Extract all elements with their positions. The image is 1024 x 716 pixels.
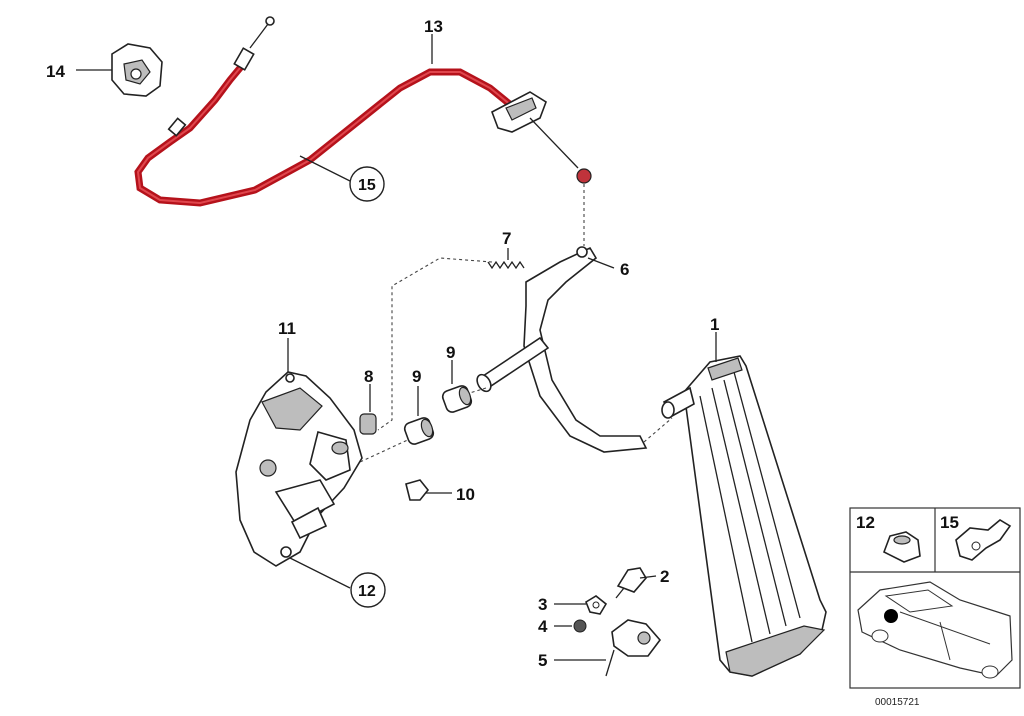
inset-nut-icon [882, 531, 921, 563]
label-6: 6 [620, 260, 629, 279]
inset-panel: 12 15 00015721 [849, 507, 1021, 708]
bushings [359, 385, 473, 501]
reference-number: 00015721 [875, 697, 920, 708]
assembly-lines [359, 184, 673, 463]
return-spring [487, 260, 525, 270]
accelerator-pedal [661, 355, 827, 677]
label-2: 2 [660, 567, 669, 586]
circle-15 [349, 166, 385, 202]
label-10: 10 [456, 485, 475, 504]
label-13: 13 [424, 17, 443, 36]
car-location-icon [857, 581, 1013, 679]
circle-12 [350, 572, 386, 608]
label-7: 7 [502, 229, 511, 248]
pedal-lever [476, 246, 648, 453]
label-3: 3 [538, 595, 547, 614]
callout-labels: 14 13 15 7 6 1 11 8 9 9 10 12 2 3 4 5 [46, 17, 719, 670]
label-9b: 9 [446, 343, 455, 362]
label-5: 5 [538, 651, 547, 670]
label-8: 8 [364, 367, 373, 386]
inset-clip-icon [955, 519, 1012, 561]
cable-clip [111, 43, 163, 97]
fasteners [573, 567, 662, 677]
label-11: 11 [278, 319, 296, 338]
accelerator-cable [134, 16, 592, 207]
label-9a: 9 [412, 367, 421, 386]
location-marker [884, 609, 898, 623]
label-1: 1 [710, 315, 719, 334]
inset-label-12: 12 [856, 513, 875, 532]
label-4: 4 [538, 617, 548, 636]
label-15: 15 [358, 177, 376, 194]
pedal-bracket [235, 371, 363, 567]
leader-lines [76, 34, 717, 661]
label-14: 14 [46, 62, 65, 81]
inset-label-15: 15 [940, 513, 959, 532]
label-12: 12 [358, 583, 376, 600]
